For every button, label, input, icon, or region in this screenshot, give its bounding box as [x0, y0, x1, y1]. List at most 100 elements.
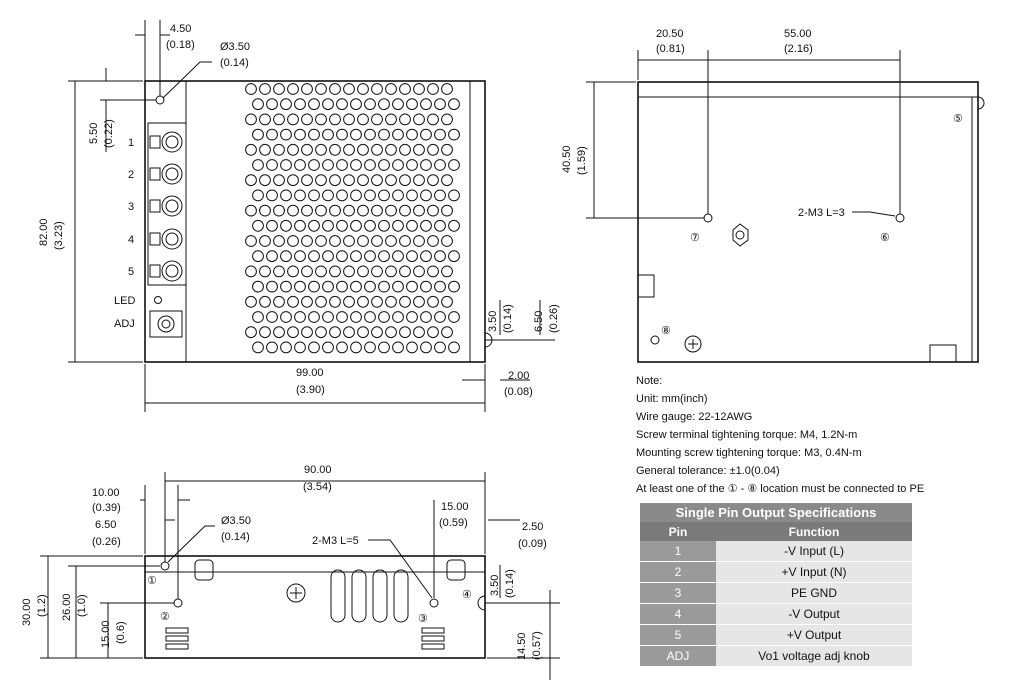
- pe-screw: [684, 335, 702, 353]
- function-cell: +V Input (N): [716, 561, 912, 583]
- vent-hole: [357, 235, 369, 247]
- vent-hole: [329, 265, 341, 278]
- pe-hole-8: [650, 335, 660, 345]
- side-screw: [286, 583, 306, 603]
- vent-hole: [308, 159, 320, 171]
- vent-hole: [427, 326, 439, 339]
- vent-hole: [266, 189, 278, 202]
- vent-hole: [252, 159, 264, 171]
- top-view-outline: [144, 80, 486, 363]
- terminal-label-4: 4: [128, 234, 134, 246]
- notes-title: Note:: [636, 375, 663, 387]
- vent-hole: [266, 250, 278, 263]
- vent-hole: [413, 204, 425, 217]
- vent-hole: [329, 174, 341, 187]
- vent-hole: [322, 189, 334, 202]
- pin-spec-table: Single Pin Output Specifications Pin Fun…: [640, 503, 912, 667]
- vent-hole: [434, 250, 446, 263]
- dim-5-50-in: (0.22): [103, 119, 115, 148]
- vent-hole: [343, 295, 355, 308]
- vent-hole: [357, 174, 369, 187]
- vent-hole: [434, 128, 446, 141]
- vent-hole: [322, 311, 334, 323]
- vent-hole: [406, 219, 418, 232]
- vent-hole: [315, 265, 327, 278]
- dim-10-00-in: (0.39): [92, 502, 121, 514]
- vent-hole: [406, 189, 418, 202]
- vent-hole: [378, 280, 390, 293]
- dim-6-50-right: 6.50: [533, 311, 545, 332]
- dim-side-hole-dia-in: (0.14): [221, 531, 250, 543]
- dim-20-50-in: (0.81): [656, 43, 685, 55]
- table-row: 1 -V Input (L): [640, 541, 912, 562]
- dim-26-00: 26.00: [61, 593, 73, 621]
- table-row: 3 PE GND: [640, 582, 912, 604]
- dim-15-00-left: 15.00: [100, 620, 112, 648]
- dim-5-50: 5.50: [88, 123, 100, 144]
- vent-hole: [427, 265, 439, 278]
- vent-hole: [294, 311, 306, 323]
- bottom-view-outline: [637, 81, 979, 363]
- vent-hole: [420, 341, 432, 354]
- vent-hole: [413, 113, 425, 126]
- screw-hole-6: [895, 213, 905, 223]
- vent-hole: [364, 250, 376, 263]
- terminal-label-5: 5: [128, 266, 134, 278]
- side-view-outline: [144, 555, 486, 659]
- pin-cell: 5: [640, 624, 716, 646]
- terminal-screw-head: [165, 199, 179, 213]
- function-cell: -V Input (L): [716, 541, 912, 562]
- vent-hole: [315, 113, 327, 126]
- vent-hole: [434, 219, 446, 232]
- vent-hole: [315, 174, 327, 187]
- adj-knob: [157, 315, 175, 333]
- terminal-screw: [161, 131, 183, 153]
- vent-hole: [308, 219, 320, 232]
- vent-hole: [329, 204, 341, 217]
- vent-hole: [336, 98, 348, 111]
- marker-7: ⑦: [690, 232, 700, 244]
- dim-99-00-in: (3.90): [296, 384, 325, 396]
- vent-hole: [273, 295, 285, 308]
- marker-6: ⑥: [880, 232, 890, 244]
- vent-hole: [427, 295, 439, 308]
- vent-hole: [280, 280, 292, 293]
- vent-hole: [385, 174, 397, 187]
- vent-hole: [259, 174, 271, 187]
- vent-hole: [364, 159, 376, 171]
- vent-hole: [434, 98, 446, 111]
- vent-hole: [322, 128, 334, 141]
- vent-hole: [252, 250, 264, 263]
- side-hole-1: [160, 561, 170, 571]
- table-row: 2 +V Input (N): [640, 561, 912, 583]
- vent-hole: [336, 189, 348, 202]
- vent-hole: [329, 83, 341, 95]
- mount-hole-top: [155, 95, 165, 105]
- vent-hole: [287, 113, 299, 126]
- vent-hole: [399, 326, 411, 339]
- vent-hole: [399, 174, 411, 187]
- adj-knob-frame: [149, 310, 183, 338]
- side-connector-right: [421, 627, 445, 650]
- dim-14-50: 14.50: [516, 632, 528, 660]
- vent-hole: [441, 265, 453, 278]
- vent-hole: [301, 295, 313, 308]
- side-view: ① ② ③ ④ 2-M3 L=5 90.00 (3.54) 10.00 (0.3…: [21, 464, 560, 680]
- vent-hole: [350, 159, 362, 171]
- vent-hole: [448, 250, 460, 263]
- vent-hole: [385, 295, 397, 308]
- dim-3-50-side: 3.50: [489, 575, 501, 596]
- vent-hole: [392, 128, 404, 141]
- vent-hole: [371, 235, 383, 247]
- vent-hole: [357, 83, 369, 95]
- vent-hole: [336, 128, 348, 141]
- pin-cell: ADJ: [640, 645, 716, 667]
- vent-hole: [364, 98, 376, 111]
- vent-hole: [259, 295, 271, 308]
- vent-hole: [378, 311, 390, 323]
- dim-90-00: 90.00: [304, 464, 332, 476]
- vent-hole: [448, 280, 460, 293]
- terminal-screw: [161, 195, 183, 217]
- vent-hole: [378, 98, 390, 111]
- vent-hole: [322, 341, 334, 354]
